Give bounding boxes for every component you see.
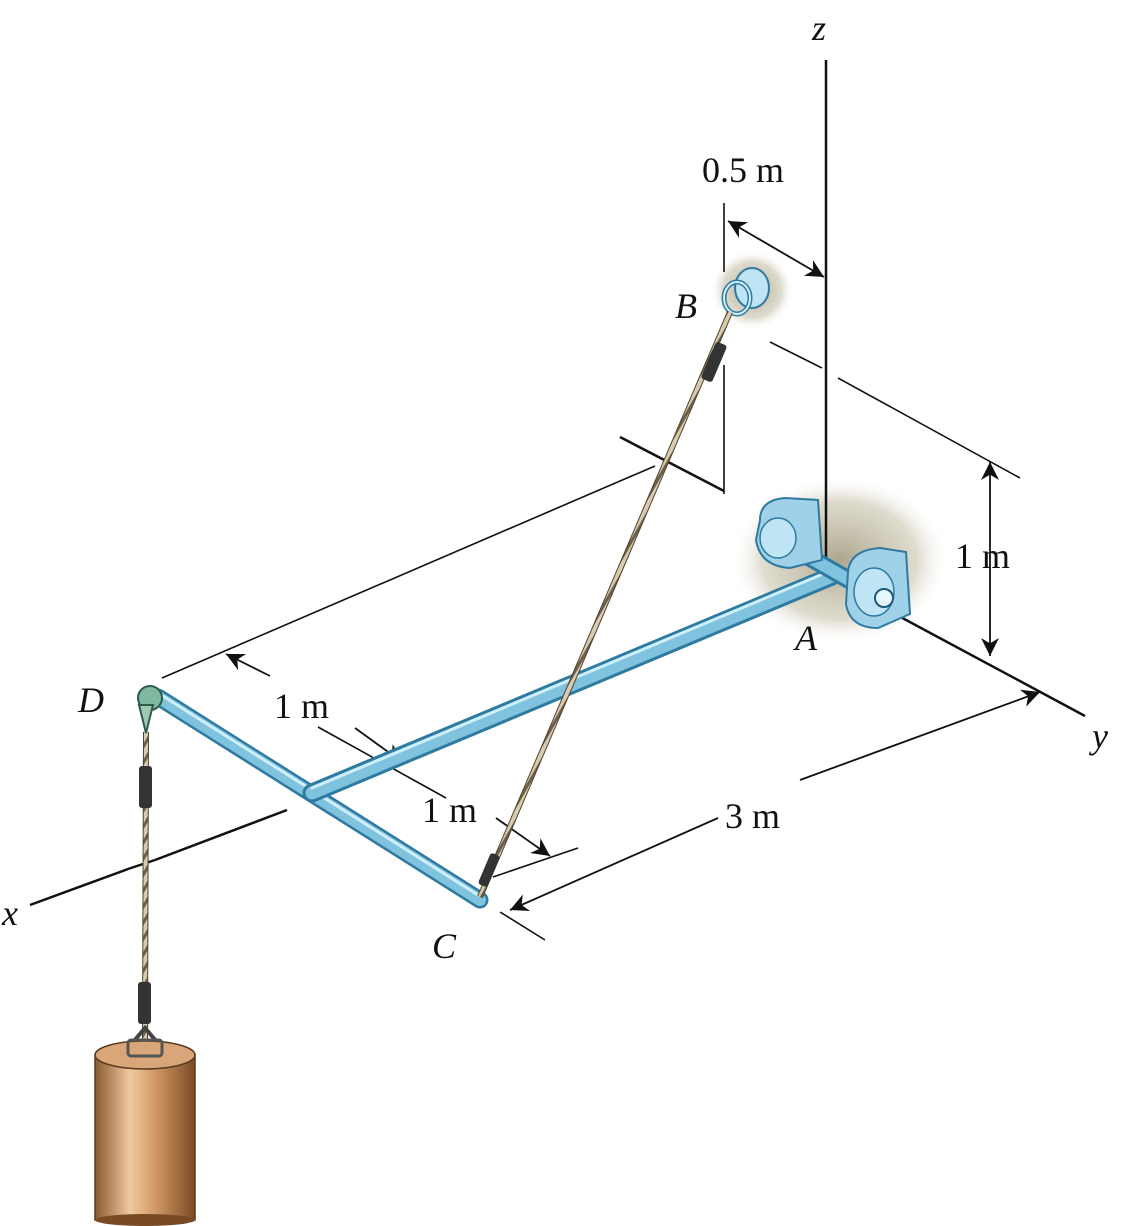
dim-arrow-0.5m xyxy=(727,220,825,278)
y-axis xyxy=(879,604,1086,718)
ext-line xyxy=(837,377,1021,479)
x-axis-inner xyxy=(154,808,288,862)
axis-extension xyxy=(619,435,725,493)
ext-line xyxy=(161,465,656,679)
bearing-block-rear xyxy=(754,496,824,570)
x-axis-cross xyxy=(127,858,156,871)
dim-label-1m-d: 1 m xyxy=(274,686,329,726)
ext-line xyxy=(492,847,579,878)
z-axis-label: z xyxy=(811,8,826,48)
point-label-a: A xyxy=(793,618,818,658)
dim-arrow-3m-a xyxy=(509,817,719,911)
dim-label-1m-c: 1 m xyxy=(422,790,477,830)
x-axis-label: x xyxy=(1,893,18,933)
point-label-b: B xyxy=(675,286,697,326)
fitting-d xyxy=(137,685,163,734)
weight-cylinder xyxy=(94,1024,196,1226)
bearing-shadow xyxy=(730,475,950,645)
dim-arrow-1m-c xyxy=(495,817,551,857)
ext-line xyxy=(769,341,823,369)
point-label-d: D xyxy=(77,680,104,720)
dim-label-0.5m: 0.5 m xyxy=(702,150,784,190)
point-label-c: C xyxy=(432,926,457,966)
ext-line xyxy=(499,911,546,941)
eyebolt-b xyxy=(721,267,770,317)
dim-arrow-3m-b xyxy=(799,689,1041,781)
dim-label-3m: 3 m xyxy=(725,796,780,836)
cable-d-weight xyxy=(138,731,152,1041)
dim-arrow-1m-d xyxy=(225,653,271,677)
dim-label-1m-height: 1 m xyxy=(955,536,1010,576)
cable-bc xyxy=(477,310,733,899)
y-axis-label: y xyxy=(1089,716,1108,756)
bearing-block-front xyxy=(844,546,912,630)
x-axis xyxy=(29,867,129,907)
